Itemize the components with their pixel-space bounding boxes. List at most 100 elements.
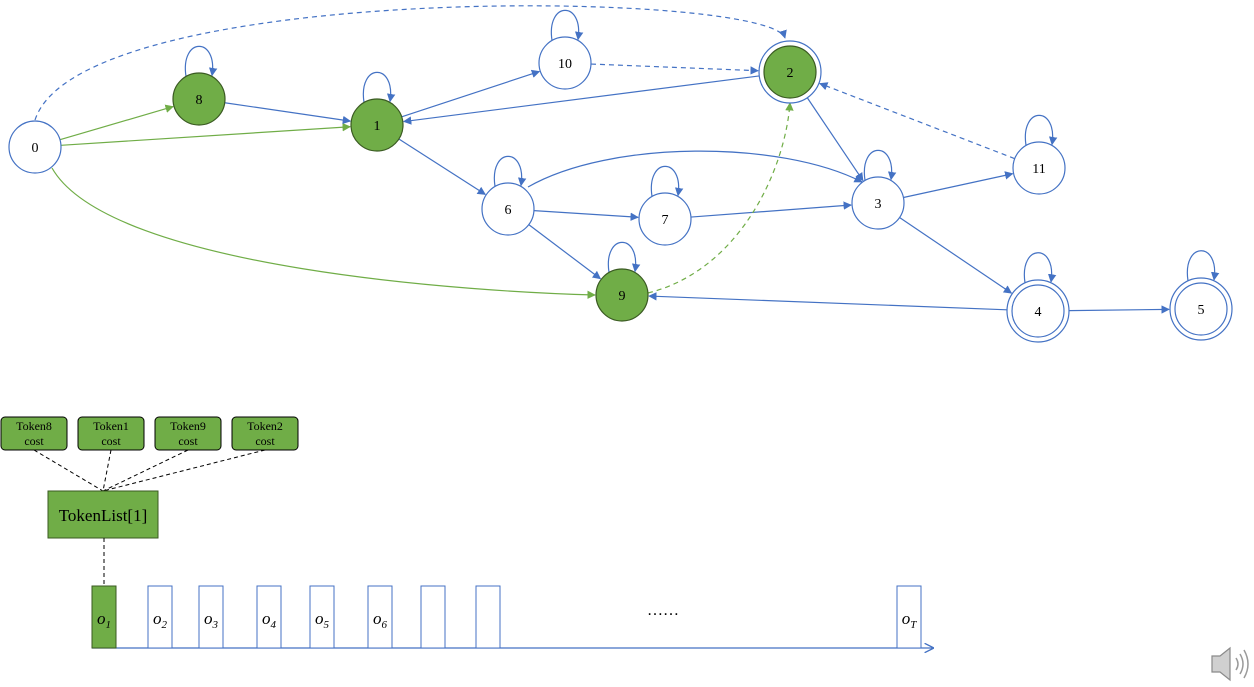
node-2-label: 2 <box>787 66 794 81</box>
node-8-circle <box>172 72 226 126</box>
edge-3-to-4 <box>899 217 1013 294</box>
self-loop-11 <box>1024 114 1058 146</box>
node-7-circle <box>638 192 692 246</box>
edge-7-to-3 <box>690 201 852 218</box>
node-7-label: 7 <box>662 213 669 228</box>
frame-T-box <box>896 585 922 649</box>
speaker-icon[interactable] <box>1211 646 1249 682</box>
node-6: 6 <box>481 182 535 236</box>
frame-5-box <box>309 585 335 649</box>
token-box-3-cost: cost <box>178 434 198 448</box>
frame-2-box <box>147 585 173 649</box>
edge-1-to-6 <box>398 138 486 195</box>
node-9: 9 <box>595 268 649 322</box>
edge-6-to-9 <box>528 224 602 280</box>
token-box-4-rect <box>231 416 299 451</box>
self-loop-7 <box>650 165 684 197</box>
token-box-3-name: Token9 <box>170 419 206 433</box>
self-loop-9 <box>607 241 641 273</box>
token-box-3-rect <box>154 416 222 451</box>
observation-timeline: …… o1 o2 o3 o4 o5 o6 oT <box>91 538 933 649</box>
edge-2-to-1 <box>402 75 760 125</box>
frame-5: o5 <box>309 585 335 649</box>
self-loop-5 <box>1186 250 1220 281</box>
node-4-label: 4 <box>1035 305 1042 320</box>
token-connector-4 <box>102 449 266 492</box>
token-box-2-rect <box>77 416 145 451</box>
self-loop-4 <box>1023 252 1057 283</box>
token-box-2-cost: cost <box>101 434 121 448</box>
self-loop-10 <box>550 9 584 41</box>
self-loop-3 <box>863 149 897 181</box>
node-4-circle <box>1011 284 1065 338</box>
edge-0-to-8 <box>59 104 174 141</box>
edge-0-to-1 <box>60 123 351 146</box>
edge-6-to-3 <box>527 150 863 188</box>
graph-self-loops <box>184 9 1220 283</box>
token-box-4-name: Token2 <box>247 419 283 433</box>
token-box-2-name: Token1 <box>93 419 129 433</box>
node-8: 8 <box>172 72 226 126</box>
token-list-box <box>47 490 159 539</box>
edge-2-to-3 <box>806 97 864 182</box>
token-box-4-cost: cost <box>255 434 275 448</box>
edge-4-to-9 <box>648 292 1008 311</box>
frame-3-box <box>198 585 224 649</box>
self-loop-6 <box>493 155 527 187</box>
node-10: 10 <box>538 36 592 90</box>
node-2-circle <box>763 45 817 99</box>
edge-1-to-10 <box>401 69 541 118</box>
node-1-circle <box>350 98 404 152</box>
node-2: 2 <box>758 40 822 104</box>
token-box-1-cost: cost <box>24 434 44 448</box>
edge-11-to-2 <box>819 82 1015 160</box>
edge-3-to-11 <box>903 171 1014 199</box>
frame-6-box <box>367 585 393 649</box>
node-10-label: 10 <box>558 57 572 72</box>
node-5: 5 <box>1169 277 1233 341</box>
node-7: 7 <box>638 192 692 246</box>
graph-edges <box>34 5 1170 314</box>
self-loop-1 <box>362 71 396 103</box>
frame-T: oT <box>896 585 922 649</box>
node-3-circle <box>851 176 905 230</box>
node-0: 0 <box>8 120 62 174</box>
token-list-label: TokenList[1] <box>59 506 148 525</box>
frame-8 <box>475 585 501 649</box>
node-11-circle <box>1012 141 1066 195</box>
token-connector-3 <box>102 449 189 492</box>
token-connector-2 <box>102 449 112 492</box>
token-list: TokenList[1] <box>47 490 159 539</box>
timeline-ellipsis: …… <box>647 602 679 619</box>
node-5-circle <box>1174 282 1228 336</box>
edge-8-to-1 <box>224 102 352 125</box>
node-6-circle <box>481 182 535 236</box>
edge-0-to-2 <box>34 5 787 121</box>
frame-3: o3 <box>198 585 224 649</box>
frame-4: o4 <box>256 585 282 649</box>
node-6-label: 6 <box>505 203 512 218</box>
node-9-circle <box>595 268 649 322</box>
frame-6: o6 <box>367 585 393 649</box>
token-box-1-name: Token8 <box>16 419 52 433</box>
edge-10-to-2 <box>590 63 759 75</box>
node-4: 4 <box>1006 279 1070 343</box>
node-10-circle <box>538 36 592 90</box>
edge-4-to-5 <box>1068 305 1170 314</box>
node-3: 3 <box>851 176 905 230</box>
edge-6-to-7 <box>533 210 639 221</box>
frame-2: o2 <box>147 585 173 649</box>
node-0-circle <box>8 120 62 174</box>
node-11-label: 11 <box>1032 162 1045 177</box>
node-8-label: 8 <box>196 93 203 108</box>
frame-1: o1 <box>91 585 117 649</box>
frame-7-box <box>420 585 446 649</box>
node-9-label: 9 <box>619 289 626 304</box>
node-11: 11 <box>1012 141 1066 195</box>
